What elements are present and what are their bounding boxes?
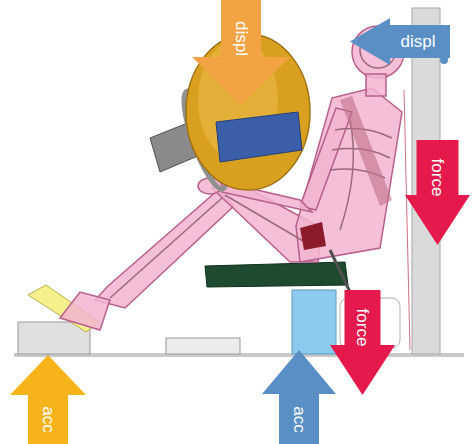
arrow-body	[330, 290, 395, 395]
acceleration-arrow: acc	[262, 350, 336, 444]
buckle	[330, 250, 350, 292]
neck	[366, 74, 386, 96]
seat-pan	[205, 262, 348, 287]
arrow-body	[10, 355, 86, 444]
arrow-label: displ	[233, 21, 250, 56]
shin	[95, 190, 234, 308]
foot	[60, 292, 110, 330]
arrow-label: force	[354, 309, 371, 347]
arrow-body	[405, 140, 470, 245]
floor-block	[166, 338, 240, 354]
belt-line	[404, 90, 410, 350]
spine	[340, 120, 353, 230]
arrow-label: acc	[291, 406, 308, 432]
arrow-body	[192, 0, 290, 105]
femur	[225, 195, 310, 245]
acceleration-arrow: acc	[10, 355, 86, 444]
displacement-arrow: displ	[350, 18, 450, 65]
arrow-label: displ	[401, 33, 436, 50]
arrow-label: force	[429, 159, 446, 197]
tibia	[110, 198, 222, 298]
force-arrow: force	[405, 140, 470, 245]
arrow-body	[262, 350, 336, 444]
lap-belt	[300, 222, 326, 250]
torso	[296, 88, 402, 262]
shoulder-belt	[340, 96, 392, 206]
force-arrow: force	[330, 290, 395, 395]
arrow-body	[350, 18, 450, 65]
displacement-arrow: displ	[192, 0, 290, 105]
arrow-label: acc	[40, 406, 57, 432]
seat-support	[292, 290, 336, 354]
airbag-band	[216, 112, 302, 162]
